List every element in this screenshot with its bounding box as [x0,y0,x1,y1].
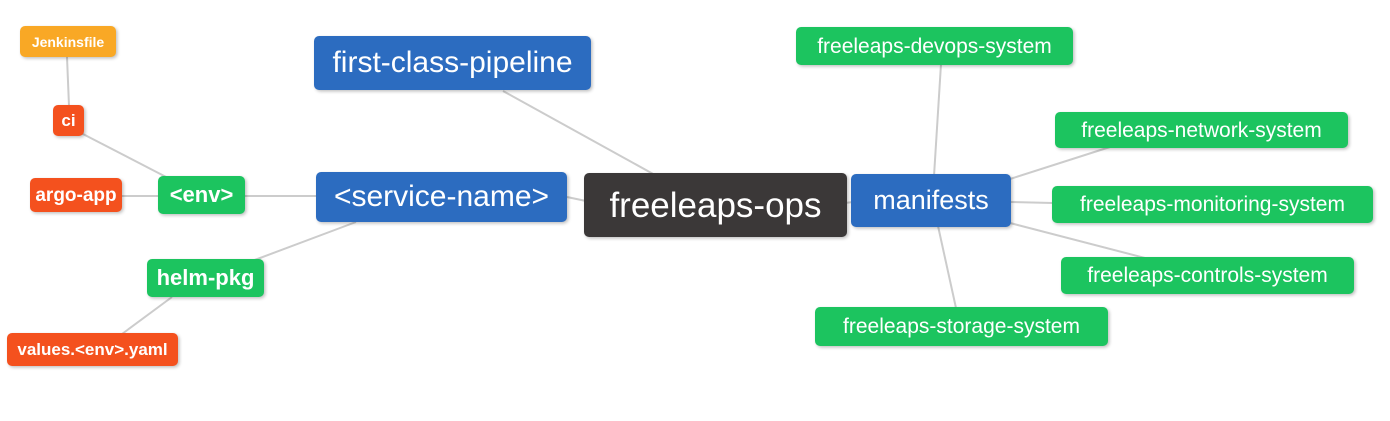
node-values-env-yaml[interactable]: values.<env>.yaml [7,333,178,366]
edge-manifests-devops [933,63,942,177]
node-service-name[interactable]: <service-name> [316,172,567,222]
node-argo-app[interactable]: argo-app [30,178,122,212]
edge-servicename-root [566,196,587,202]
node-first-class-pipeline[interactable]: first-class-pipeline [314,36,591,90]
edge-manifests-network [1009,146,1111,180]
edge-pipeline-root [502,90,656,176]
node-manifests[interactable]: manifests [851,174,1011,227]
node-helm-pkg[interactable]: helm-pkg [147,259,264,297]
node-jenkinsfile[interactable]: Jenkinsfile [20,26,116,57]
node-freeleaps-storage-system[interactable]: freeleaps-storage-system [815,307,1108,346]
edge-manifests-monitoring [1009,201,1054,204]
node-ci[interactable]: ci [53,105,84,136]
node-freeleaps-ops-root[interactable]: freeleaps-ops [584,173,847,237]
node-freeleaps-monitoring-system[interactable]: freeleaps-monitoring-system [1052,186,1373,223]
node-freeleaps-controls-system[interactable]: freeleaps-controls-system [1061,257,1354,294]
node-freeleaps-devops-system[interactable]: freeleaps-devops-system [796,27,1073,65]
edge-manifests-storage [937,225,957,309]
edge-manifests-controls [1009,222,1146,259]
edge-jenkinsfile-ci [66,56,70,107]
edge-ci-env [80,132,171,180]
node-freeleaps-network-system[interactable]: freeleaps-network-system [1055,112,1348,148]
node-env[interactable]: <env> [158,176,245,214]
edge-helmpkg-valuesyaml [121,296,173,335]
edge-servicename-helmpkg [251,221,357,262]
